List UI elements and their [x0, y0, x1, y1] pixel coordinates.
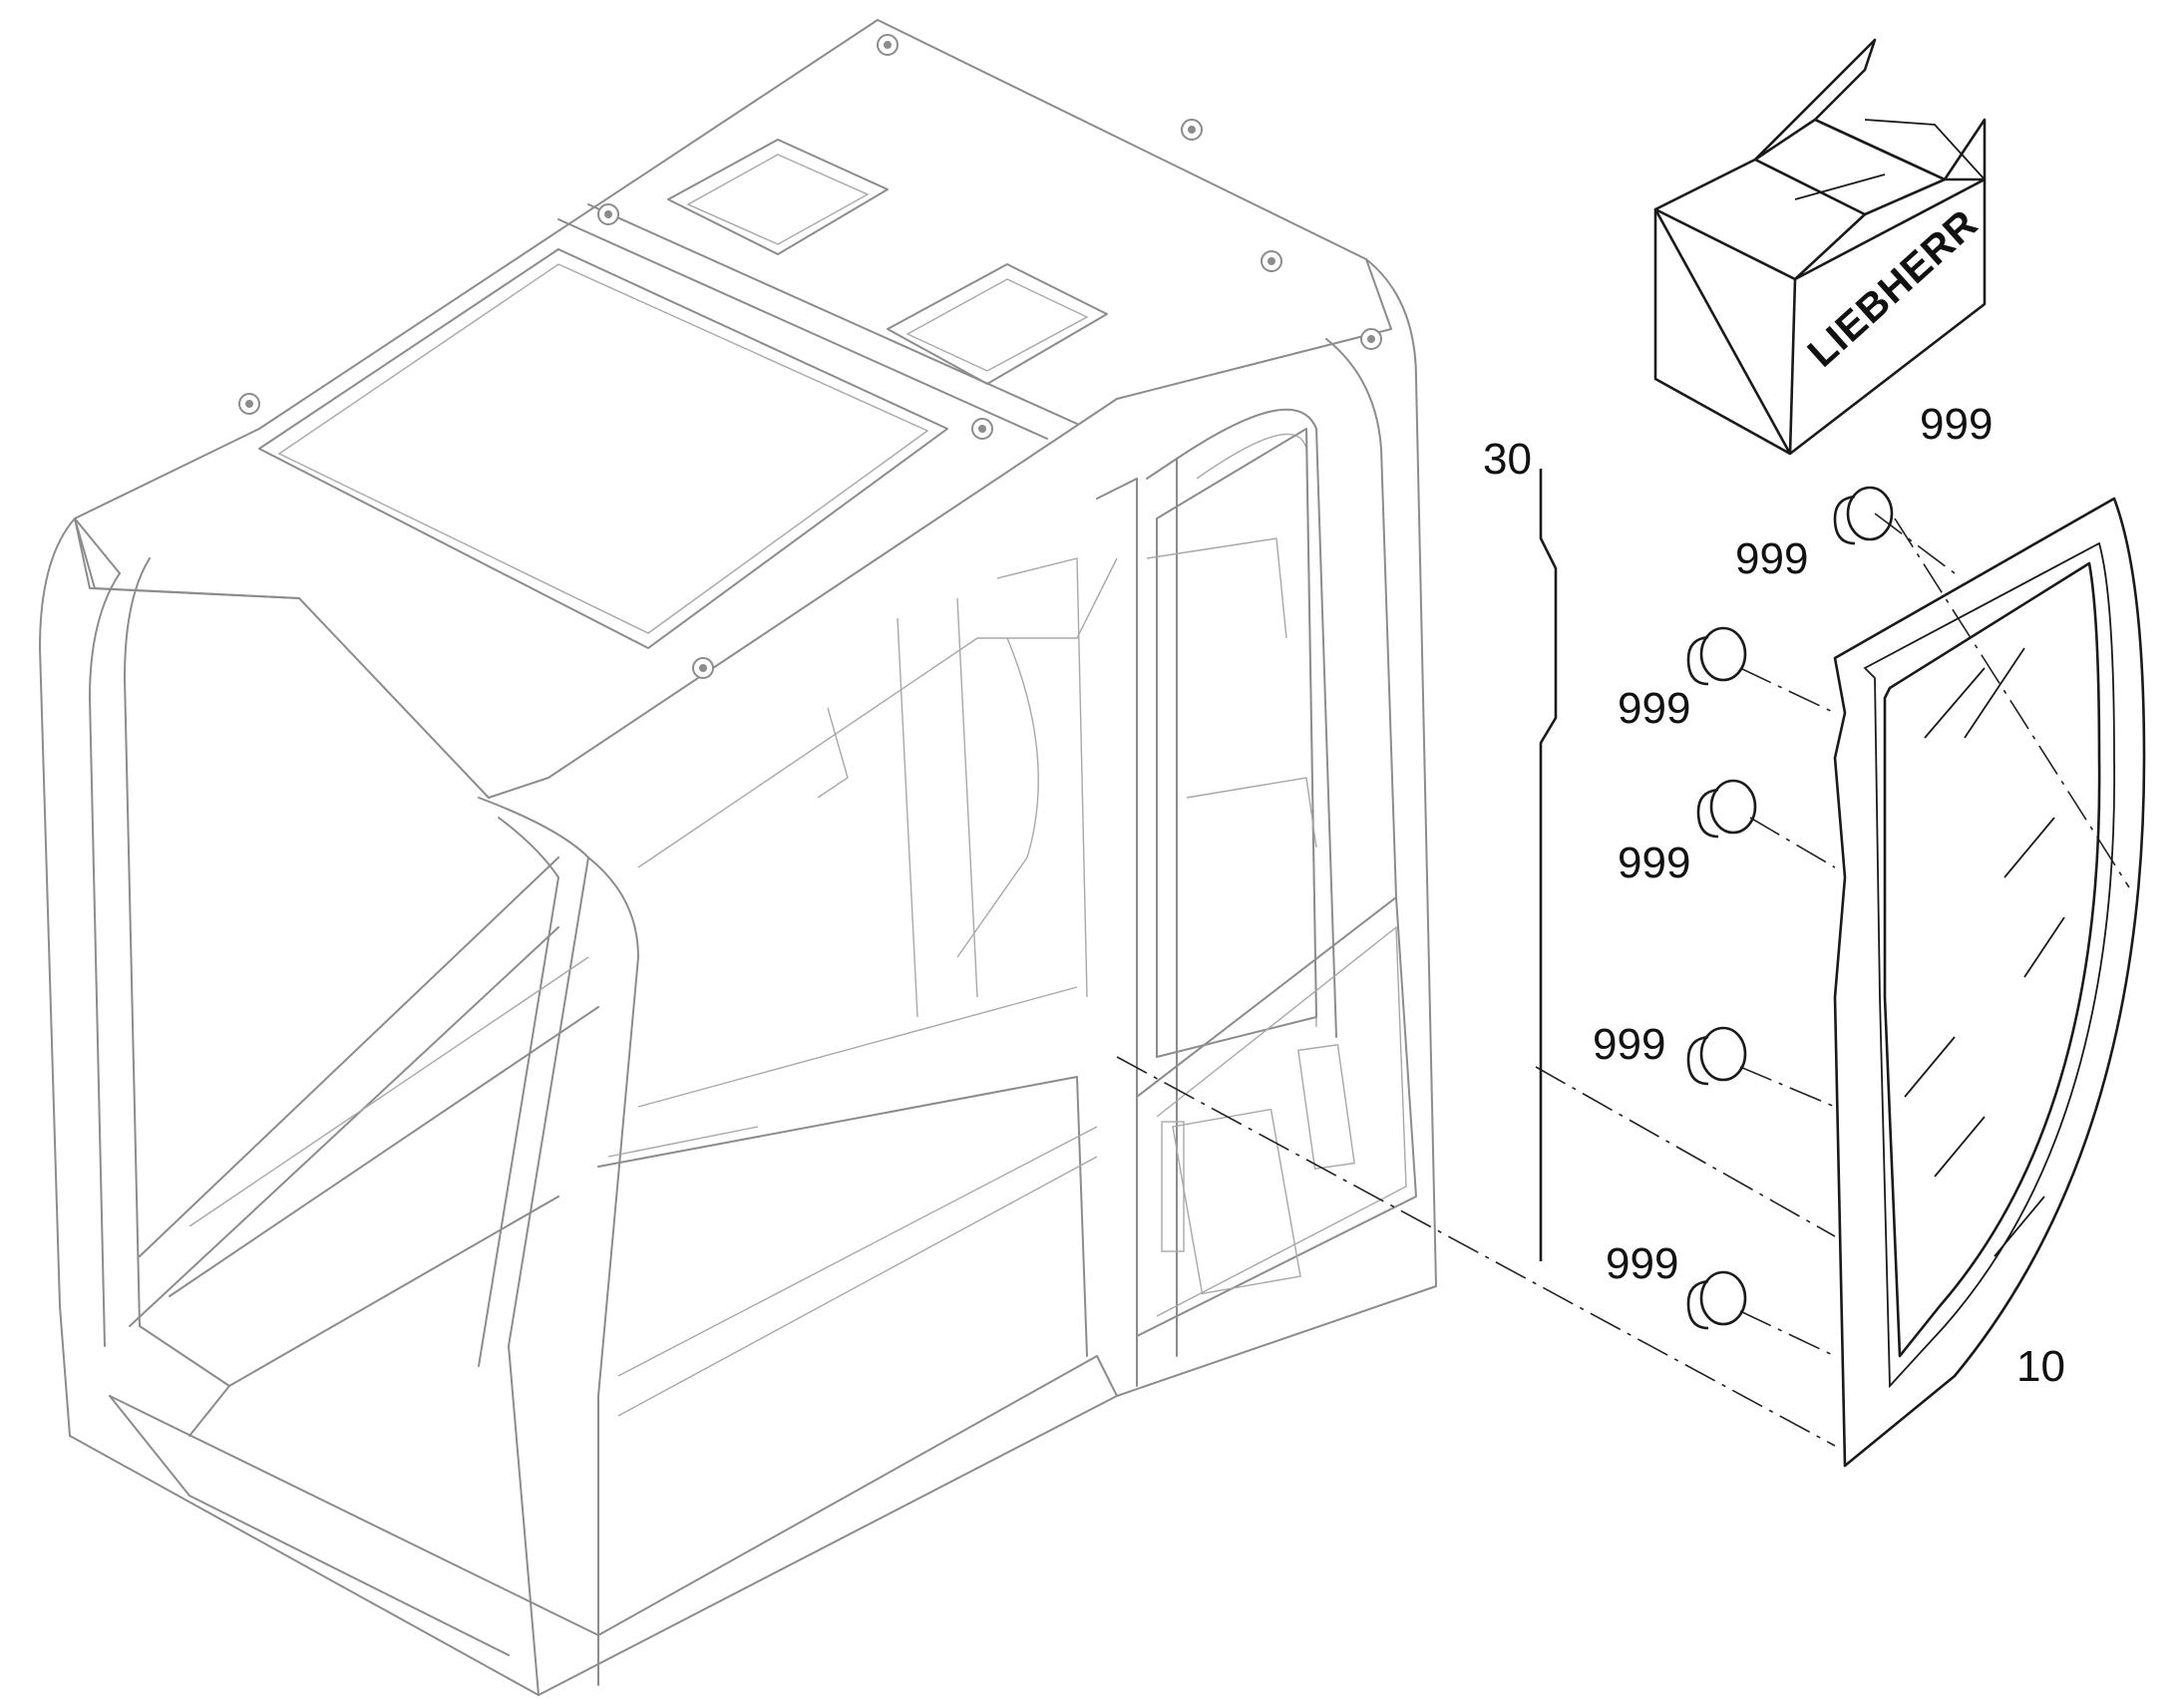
callout-kit-box: 999	[1920, 400, 1993, 449]
retaining-clip	[1686, 1270, 1747, 1330]
callout-clip-2: 999	[1618, 684, 1690, 733]
callout-seal-strip: 30	[1483, 435, 1532, 484]
operator-cab	[39, 19, 1437, 1696]
side-window-glass	[1833, 497, 2146, 1468]
retaining-clip	[1686, 1026, 1747, 1086]
assembly-guide-lines	[1116, 512, 2130, 1447]
callout-clip-1: 999	[1735, 534, 1808, 583]
retaining-clip	[1686, 626, 1747, 686]
callout-clip-5: 999	[1606, 1239, 1678, 1288]
retaining-clip	[1833, 486, 1894, 545]
roof-bolt	[238, 34, 1382, 679]
retaining-clip	[1696, 779, 1757, 839]
callout-glass-pane: 10	[2016, 1342, 2065, 1391]
parts-kit-box: LIEBHERR	[1653, 38, 1987, 456]
callout-labels: 999 30 999 999 999 999 999 10	[1483, 400, 2065, 1391]
callout-clip-4: 999	[1593, 1020, 1665, 1069]
callout-clip-3: 999	[1618, 839, 1690, 887]
seal-strip-part	[1539, 469, 1558, 1261]
